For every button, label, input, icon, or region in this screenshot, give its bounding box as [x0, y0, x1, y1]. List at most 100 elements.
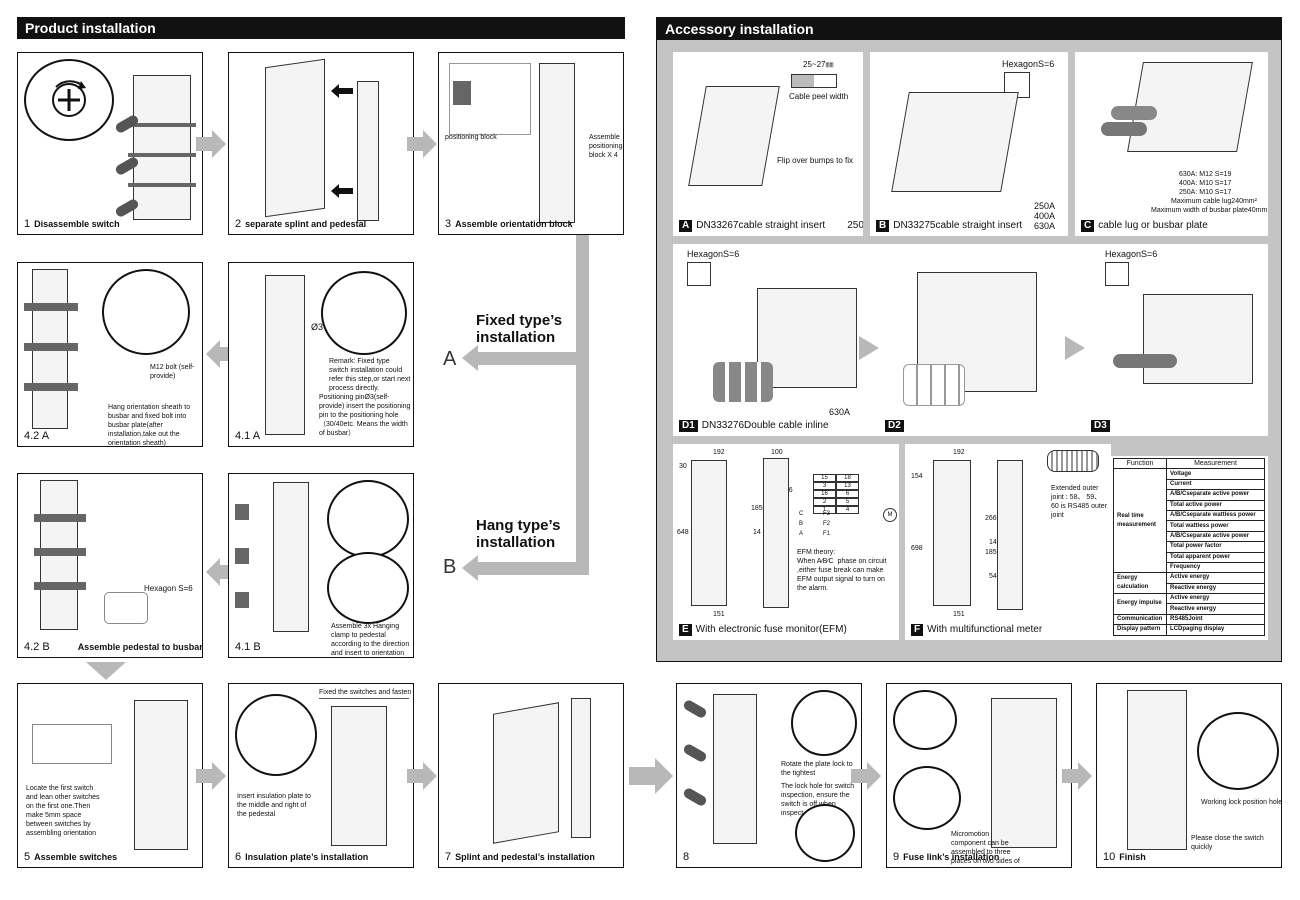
function-cell: Communication: [1113, 613, 1167, 626]
dim-192: 192: [953, 449, 965, 456]
branch-a-letter: A: [443, 348, 457, 370]
positioning-block-icon: [453, 81, 471, 105]
phase-a: A: [799, 531, 804, 537]
busbar: [24, 303, 78, 311]
lock-position-circle: [1197, 712, 1279, 790]
grid-18: 18: [836, 474, 859, 482]
arrow-icons: [331, 84, 353, 198]
switches-assembled: [134, 700, 188, 850]
rotate-icon: [52, 80, 86, 117]
measurement-cell: LCDpaging display: [1166, 624, 1265, 636]
screwdriver-icons: [683, 700, 707, 806]
step-10-panel: Working lock position hole Please close …: [1096, 683, 1282, 868]
hexagon-key-detail: [104, 592, 148, 624]
dim-30: 30: [679, 463, 687, 470]
meter-front-view: [997, 460, 1023, 610]
arrow-5-6: [196, 762, 226, 790]
dim-14: 14: [989, 539, 997, 546]
assemble-positioning-label: Assemble positioning block X 4: [589, 134, 623, 159]
screwdriver-icons: [115, 115, 139, 217]
orientation-block-detail: [449, 63, 531, 135]
step-6-top-note: Fixed the switches and fasten: [319, 689, 412, 696]
diameter-label: Ø3: [311, 322, 324, 332]
splint-drawing: [265, 58, 325, 218]
finished-switch-drawing: [1127, 690, 1187, 850]
spec-max-cable-lug: Maximum cable lug240mm²: [1171, 198, 1257, 205]
step-9-panel: Micromotion component can be assembled t…: [886, 683, 1072, 868]
step-4-1a-panel: Ø3 Remark: Fixed type switch installatio…: [228, 262, 414, 447]
hang-type-label: Hang type’s installation: [476, 517, 561, 551]
grid-1: 1: [813, 506, 836, 514]
fuse-f2: F2: [823, 521, 831, 527]
d1-cables: [713, 362, 773, 402]
pedestal-drawing: [265, 275, 305, 435]
spec-max-busbar: Maximum width of busbar plate40mm: [1151, 207, 1268, 214]
efm-terminal-grid: 15 18 3 13 16 6 2 5 1 4: [813, 474, 859, 514]
lock-hole-circle: [795, 804, 855, 862]
step-4-1a-caption: 4.1 A: [235, 430, 261, 442]
clamp-icons: [235, 504, 251, 608]
fixed-type-label: Fixed type’s installation: [476, 312, 563, 346]
dim-192: 192: [713, 449, 725, 456]
step-8-note-2: The lock hole for switch inspection, ens…: [781, 783, 855, 817]
arrow-d1-d2: [859, 336, 879, 360]
arrow-7-8: [629, 758, 673, 794]
busbar: [24, 343, 78, 351]
measurement-cell: A/B/Cseparate active power: [1166, 530, 1265, 543]
dim-100: 100: [771, 449, 783, 456]
measurement-cell: Active energy: [1166, 593, 1265, 605]
step-3-panel: positioning block Assemble positioning b…: [438, 52, 624, 235]
dim-648: 648: [677, 529, 689, 536]
busbar: [34, 582, 86, 590]
pedestal-drawing: [571, 698, 591, 838]
measurement-cell: Total power factor: [1166, 541, 1265, 553]
dim-185: 185: [751, 505, 763, 512]
arrow-1-2: [196, 130, 226, 158]
meter-display-icon: [1047, 450, 1099, 472]
meter-function-table: Function Measurement Real time measureme…: [1113, 457, 1265, 636]
efm-theory: EFM theory: When A∕B∕C phase on circuit …: [797, 549, 887, 592]
measurement-cell: A/B/Cseparate wattless power: [1166, 509, 1265, 522]
arrow-2-3: [407, 130, 437, 158]
accessory-e-panel: 192 100 30 648 151 185 14 266 8 15 18 3 …: [673, 444, 899, 640]
cable-lug-icon: [1101, 122, 1147, 136]
step-4-2a-panel: M12 bolt (self-provide) Hang orientation…: [17, 262, 203, 447]
function-cell: Energy calculation: [1113, 572, 1167, 595]
step-4-1b-caption: 4.1 B: [235, 641, 261, 653]
pedestal-drawing: [273, 482, 309, 632]
measurement-cell: Voltage: [1166, 468, 1265, 480]
switch-slot: [128, 153, 196, 157]
d3-hexagon-label: HexagonS=6: [1105, 249, 1158, 259]
step-8-note-1: Rotate the plate lock to the tightest: [781, 761, 853, 777]
clamp-detail-circle-bottom: [327, 552, 409, 624]
motor-icon: M: [883, 508, 897, 522]
flow-bar-vertical: [576, 235, 589, 575]
accessory-f-panel: 192 154 698 151 266 185 14 54 Extended o…: [905, 444, 1111, 640]
dim-14: 14: [753, 529, 761, 536]
extended-joint-note: Extended outer joint : 58、 59、 60 is RS4…: [1051, 485, 1108, 519]
splint-drawing: [493, 702, 559, 844]
accessory-a-panel: 25~27㎜ Cable peel width Flip over bumps …: [673, 52, 863, 236]
dim-151: 151: [713, 611, 725, 618]
step-4-1a-note: Positioning pinØ3(self-provide) insert t…: [319, 394, 411, 437]
grid-15: 15: [813, 474, 836, 482]
pedestal-drawing: [357, 81, 379, 221]
switch-slot: [128, 123, 196, 127]
spec-630a: 630A: M12 S=19: [1179, 171, 1232, 178]
arrow-4-2b-to-5: [86, 662, 126, 680]
bolt-detail-circle: [102, 269, 190, 355]
d1-switch-drawing: [757, 288, 857, 388]
rating-400a: 400A: [1034, 211, 1056, 221]
